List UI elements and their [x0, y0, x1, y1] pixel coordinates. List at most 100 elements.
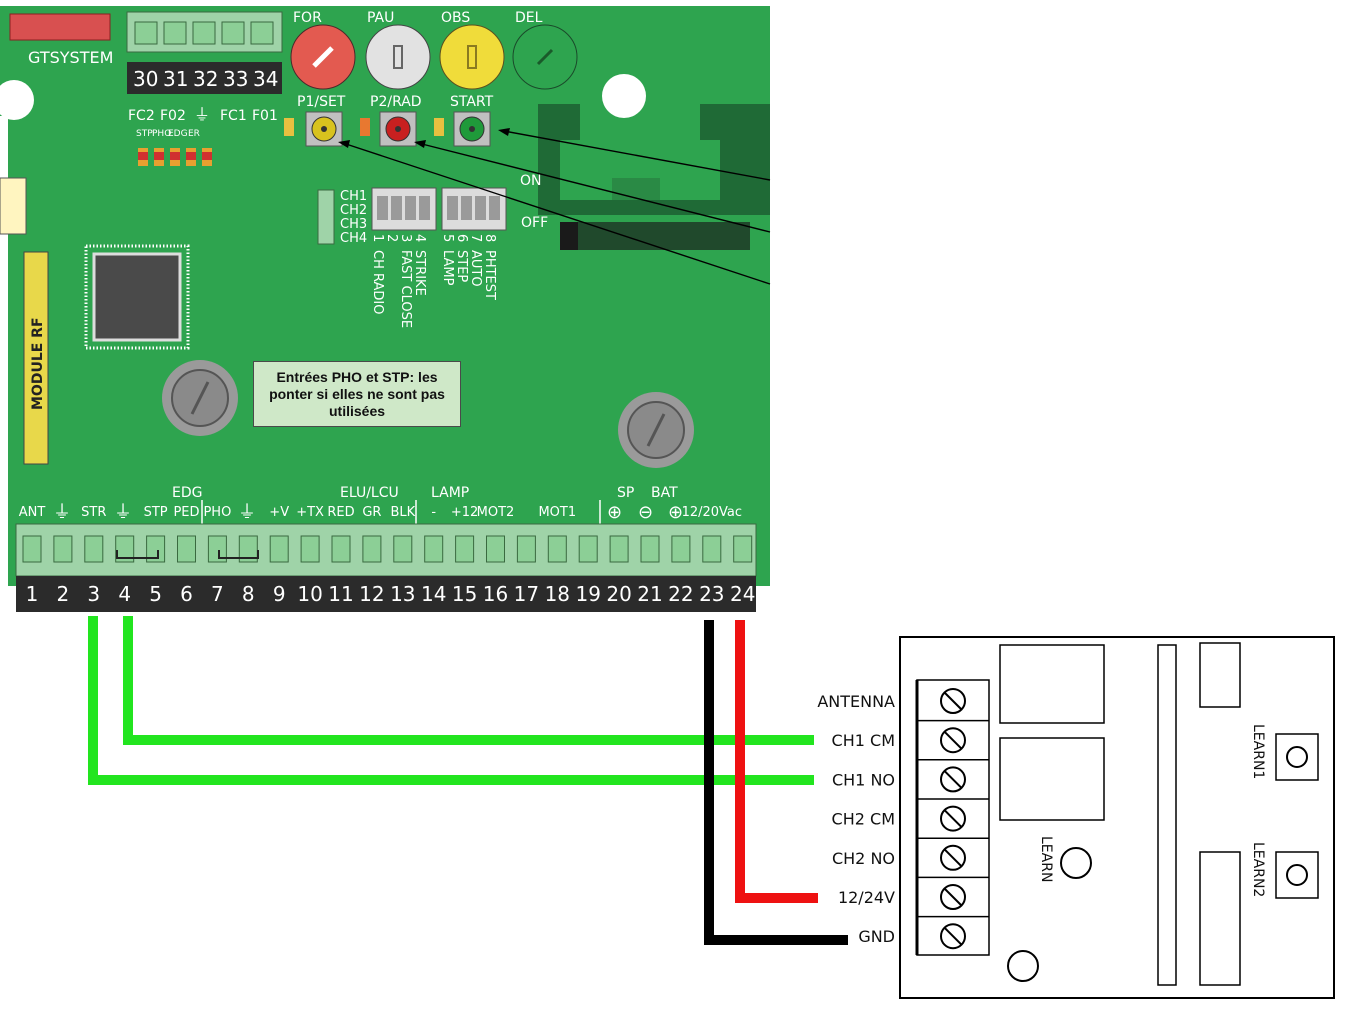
dip-function: CH RADIO — [370, 250, 385, 314]
trimmer-label: OBS — [441, 10, 470, 26]
button-label: P1/SET — [297, 94, 346, 110]
learn1-button[interactable] — [1275, 733, 1319, 781]
terminal-function-label: +12 — [451, 505, 478, 520]
terminal-number: 19 — [575, 582, 600, 606]
relay — [999, 644, 1105, 724]
terminal-function-label: +V — [269, 505, 289, 520]
pointer-arrows — [345, 130, 771, 285]
terminal-number: 8 — [242, 582, 255, 606]
terminal-screw — [269, 535, 289, 563]
terminal-function-label: MOT1 — [538, 505, 576, 520]
wires — [88, 616, 848, 945]
terminal-screw — [486, 535, 505, 563]
group-label-edg: EDG — [172, 485, 202, 501]
wire-terminal24-12v — [735, 620, 818, 903]
trimmers: FOR PAU OBS DEL — [290, 10, 578, 90]
microcontroller-chip — [84, 244, 190, 350]
terminal-number: 1 — [26, 582, 39, 606]
module-rf-slot — [23, 251, 49, 465]
terminal-screw — [455, 535, 475, 563]
wire-terminal3-ch1no — [88, 616, 814, 785]
terminal-number: 2 — [57, 582, 70, 606]
terminal-symbols: ⏚ ⏚ ⏚ ⊕ ⊖ ⊕ — [53, 502, 683, 523]
terminal-function-label: +TX — [296, 505, 324, 520]
terminal-number: 18 — [545, 582, 570, 606]
terminal-screw — [671, 535, 691, 563]
push-buttons: P1/SET P2/RAD START — [284, 94, 494, 147]
aux-terminal-block: 30 31 32 33 34 — [126, 11, 283, 94]
dip-off-label: OFF — [521, 215, 548, 231]
terminal-number: 3 — [87, 582, 100, 606]
terminal-function-label: ANT — [19, 505, 46, 520]
terminal-screws — [22, 535, 753, 563]
learn-button[interactable] — [1060, 847, 1092, 879]
learn-label: LEARN — [1038, 836, 1054, 882]
terminal-function-label: PED — [173, 505, 199, 520]
component — [1199, 642, 1241, 708]
led-label: PHO — [152, 129, 171, 139]
learn1-label: LEARN1 — [1250, 724, 1266, 779]
terminal-function-label: 12/20Vac — [682, 505, 742, 520]
terminal-number: 16 — [483, 582, 508, 606]
terminal-screw — [177, 535, 196, 563]
side-connector — [0, 177, 27, 235]
terminal-screw — [609, 535, 629, 563]
terminal-group-labels: EDG ELU/LCU LAMP SP BAT — [172, 485, 678, 501]
dip-function: STEP — [454, 250, 469, 282]
terminal-number-strip — [16, 576, 756, 612]
terminal-number: 4 — [118, 582, 131, 606]
terminal-number: 6 — [180, 582, 193, 606]
trimmer-pau[interactable] — [365, 24, 431, 90]
fc-label: FC2 — [128, 108, 155, 124]
receiver-terminal-label: 12/24V — [838, 888, 895, 907]
dip-function: FAST CLOSE — [398, 250, 413, 328]
trimmer-label: PAU — [367, 10, 394, 26]
plus-symbol: ⊕ — [668, 502, 683, 523]
terminal-screw — [393, 535, 413, 563]
channel-label: CH2 — [340, 203, 367, 218]
terminal-number: 21 — [637, 582, 662, 606]
relay — [999, 737, 1105, 821]
led-label: ER — [188, 129, 200, 139]
fc-label: FC1 — [220, 108, 247, 124]
terminal-number: 23 — [699, 582, 724, 606]
terminal-screw — [424, 535, 444, 563]
terminal-screw — [702, 535, 722, 563]
terminal-screw — [331, 535, 351, 563]
terminal-screw — [115, 535, 135, 563]
terminal-function-label: STR — [81, 505, 106, 520]
mounting-hole — [0, 80, 34, 120]
learn2-button[interactable] — [1275, 851, 1319, 899]
aux-terminal-30: 30 — [133, 67, 158, 91]
jumper-pho — [218, 550, 259, 559]
group-label-sp: SP — [617, 485, 634, 501]
receiver-terminal-label: CH1 NO — [832, 770, 895, 789]
group-label-elu: ELU/LCU — [340, 485, 399, 501]
dip-number: 8 — [482, 234, 497, 242]
terminal-number: 15 — [452, 582, 477, 606]
ground-symbol: ⏚ — [238, 502, 256, 523]
trimmer-obs[interactable] — [439, 24, 505, 90]
wire-terminal23-gnd — [704, 620, 848, 945]
terminal-function-label: PHO — [203, 505, 231, 520]
jumper-note: Entrées PHO et STP: les ponter si elles … — [253, 361, 461, 427]
terminal-screw — [640, 535, 660, 563]
terminal-screw — [146, 535, 166, 563]
terminal-number: 17 — [514, 582, 539, 606]
receiver-terminal-label: CH1 CM — [832, 731, 895, 750]
terminal-screw — [84, 535, 104, 563]
terminal-number: 7 — [211, 582, 224, 606]
jumper-stp — [116, 550, 159, 559]
terminal-screw — [733, 535, 753, 563]
receiver-terminal-label: ANTENNA — [817, 692, 895, 711]
terminal-number: 9 — [273, 582, 286, 606]
terminal-screw — [207, 535, 227, 563]
aux-terminal-34: 34 — [253, 67, 278, 91]
status-leds: STP PHO EDG ER — [136, 129, 212, 166]
dip-number: 2 — [384, 234, 399, 242]
dip-number: 6 — [454, 234, 469, 242]
terminal-function-label: MOT2 — [477, 505, 515, 520]
